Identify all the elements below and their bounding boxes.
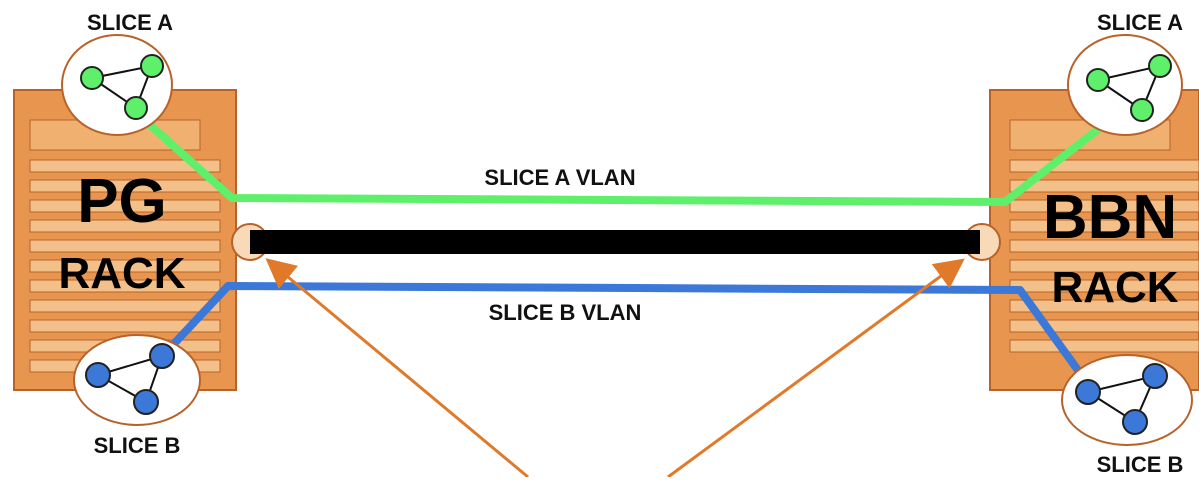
node-icon	[1142, 363, 1168, 389]
arrow-left	[265, 258, 529, 479]
node-icon	[124, 96, 148, 120]
slice-b-right-bubble	[1061, 354, 1193, 446]
bbn-rack: BBN RACK	[963, 89, 1199, 391]
node-icon	[85, 362, 111, 388]
slice-b-vlan-label: SLICE B VLAN	[489, 300, 642, 325]
bbn-rack-name: BBN	[1043, 183, 1177, 252]
slice-a-left-bubble	[61, 34, 173, 136]
node-icon	[1130, 98, 1154, 122]
node-icon	[1148, 54, 1172, 78]
node-icon	[1086, 68, 1110, 92]
node-icon	[133, 389, 159, 415]
slice-a-right-label: SLICE A	[1097, 10, 1183, 35]
bbn-rack-kind: RACK	[1051, 263, 1178, 312]
slice-a-vlan-label: SLICE A VLAN	[484, 165, 635, 190]
slice-a-left-label: SLICE A	[87, 10, 173, 35]
pg-rack-name: PG	[77, 167, 167, 236]
slice-b-left-label: SLICE B	[94, 433, 181, 458]
pg-rack-kind: RACK	[58, 249, 185, 298]
trunk-cable	[250, 230, 980, 254]
node-icon	[140, 54, 164, 78]
slice-a-right-bubble	[1067, 34, 1183, 136]
slice-b-left-bubble	[73, 334, 201, 426]
node-icon	[80, 66, 104, 90]
node-icon	[1122, 409, 1148, 435]
node-icon	[149, 343, 175, 369]
slice-b-vlan-line	[167, 282, 1089, 383]
arrow-right	[667, 258, 965, 479]
node-icon	[1075, 379, 1101, 405]
slice-b-right-label: SLICE B	[1097, 452, 1184, 477]
slice-a-vlan-line	[147, 116, 1113, 206]
